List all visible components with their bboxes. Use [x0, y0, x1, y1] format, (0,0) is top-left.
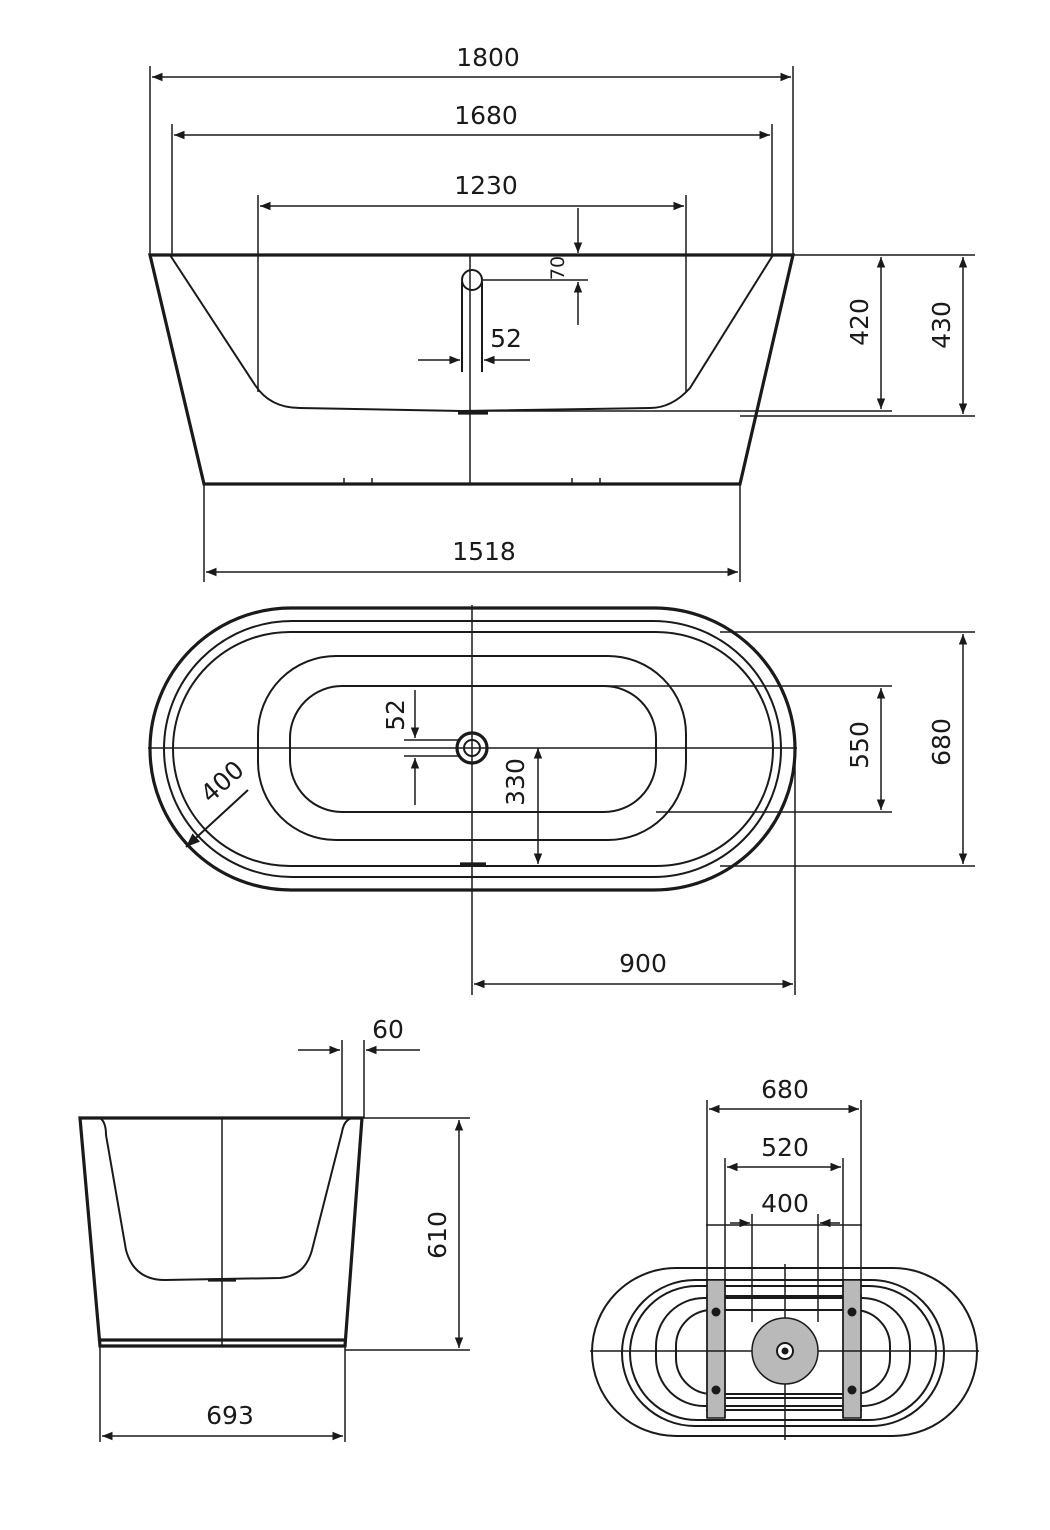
- dim-base-width: 693: [206, 1401, 254, 1430]
- base-rim-inner-outline: [629, 1285, 937, 1421]
- plan-rim-inner-outline: [172, 631, 774, 867]
- dim-overall-length: 1800: [456, 43, 520, 72]
- plan-basin-floor: [289, 685, 657, 813]
- base-waste-core: [781, 1347, 789, 1355]
- dim-interior-width: 550: [845, 721, 874, 769]
- base-basin-outline: [655, 1297, 911, 1407]
- dim-waste-offset-plan: 52: [381, 699, 410, 731]
- dim-line-radius: [185, 789, 249, 848]
- dim-overall-height-side: 610: [423, 1211, 452, 1259]
- plan-waste-inner: [463, 739, 481, 757]
- base-view: 680 520 400: [590, 1075, 979, 1440]
- dim-waste-to-edge: 330: [501, 758, 530, 806]
- front-overflow-circle: [461, 269, 483, 291]
- base-rim-outline: [621, 1279, 945, 1427]
- dim-corner-radius: 400: [195, 755, 250, 808]
- side-elevation-view: 60 610 693: [78, 1015, 470, 1442]
- dim-half-length: 900: [619, 949, 667, 978]
- dim-interior-depth: 420: [845, 298, 874, 346]
- dim-base-length: 1518: [452, 537, 516, 566]
- base-foot-bolt: [847, 1385, 857, 1395]
- front-inner-basin: [169, 254, 774, 413]
- dim-overflow-height: 70: [547, 256, 569, 280]
- base-support-rail-right: [842, 1279, 862, 1419]
- dim-overall-width: 680: [927, 718, 956, 766]
- base-foot-bolt: [711, 1307, 721, 1317]
- plan-waste-outer: [455, 731, 489, 765]
- dim-overall-height-front: 430: [927, 301, 956, 349]
- front-elevation-view: 1800 1680 1230 70 52 420 430 1518: [147, 43, 975, 582]
- plan-view: 52 330 400 550 680 900: [148, 605, 975, 995]
- side-inner-basin: [99, 1117, 353, 1282]
- base-foot-bolt: [711, 1385, 721, 1395]
- dim-rim-inner-length: 1680: [454, 101, 518, 130]
- dim-outer-width-base: 680: [761, 1075, 809, 1104]
- base-support-rail-left: [706, 1279, 726, 1419]
- dim-waste-offset-front: 52: [490, 324, 522, 353]
- dim-support-width: 400: [761, 1189, 809, 1218]
- dim-rim-thickness: 60: [372, 1015, 404, 1044]
- base-foot-bolt: [847, 1307, 857, 1317]
- dim-frame-width: 520: [761, 1133, 809, 1162]
- dim-interior-length: 1230: [454, 171, 518, 200]
